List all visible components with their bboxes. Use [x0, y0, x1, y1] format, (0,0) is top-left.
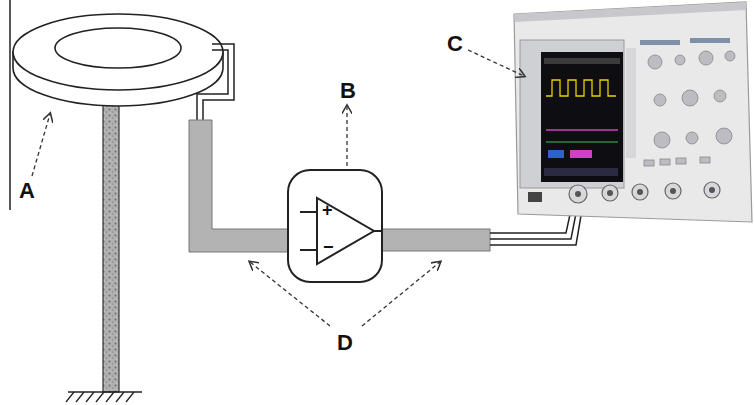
coil-ring	[13, 14, 223, 106]
support-pole	[103, 86, 119, 392]
pin-sign: −	[323, 238, 334, 256]
coil-leads	[197, 44, 234, 120]
leader-arrows	[32, 50, 524, 326]
ground-symbol	[66, 392, 142, 402]
wall-line	[9, 0, 11, 210]
callout-letter: A	[19, 180, 35, 202]
callout-letter: C	[447, 33, 463, 55]
opamp-symbol	[300, 198, 382, 264]
callout-letter: B	[340, 80, 356, 102]
oscilloscope	[514, 2, 752, 222]
amplifier-box	[288, 170, 382, 282]
callout-letter: D	[337, 332, 353, 354]
pin-sign: +	[322, 201, 333, 219]
